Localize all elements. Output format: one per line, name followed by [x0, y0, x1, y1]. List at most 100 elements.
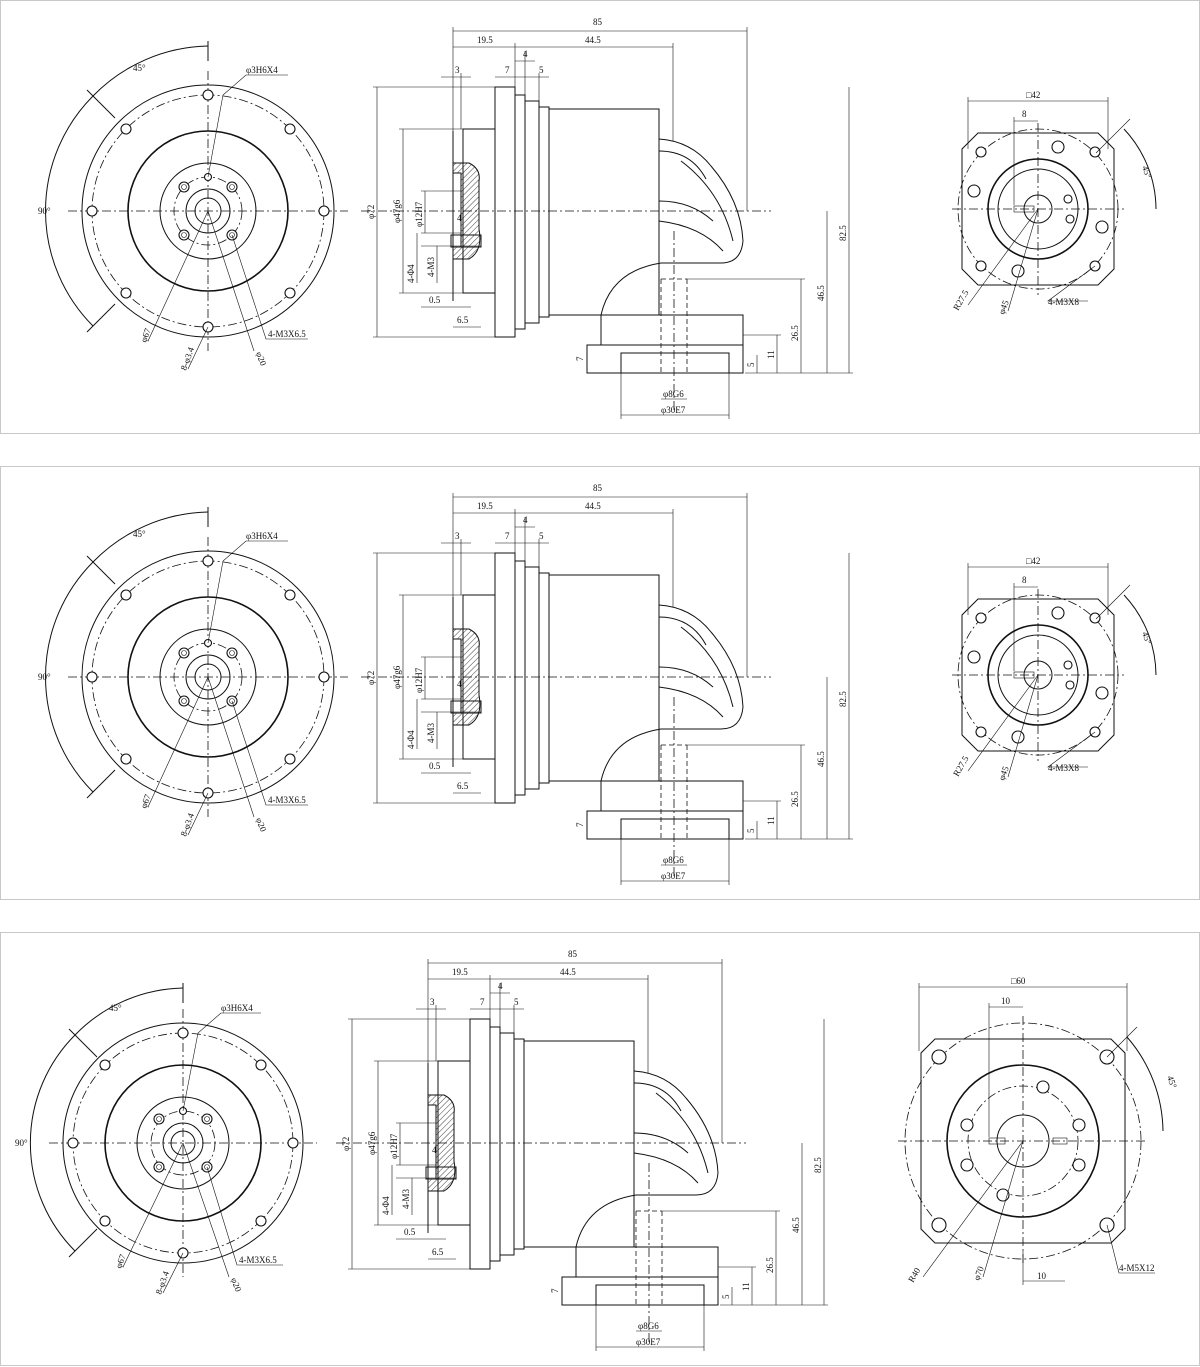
- dim-bore-dia: φ12H7: [389, 1133, 399, 1159]
- dim-h-825: 82.5: [838, 225, 848, 241]
- end-slot-label: 10: [1001, 996, 1011, 1006]
- end-pcd-label: φ45: [996, 298, 1010, 315]
- mount-holes-label: 8-φ3.4: [178, 345, 196, 371]
- drawing-panel-2: 45° 90° φ3H6X4 φ67 8-φ3.4 4-M3X6: [0, 466, 1200, 900]
- end-view: □42 8 45° R27.5 φ45 4-M3X8: [951, 556, 1157, 782]
- dim-bore-dia: φ12H7: [414, 201, 424, 227]
- dim-len-a: 19.5: [452, 967, 468, 977]
- end-holes: [931, 1049, 1115, 1233]
- dim-d5: 5: [514, 997, 519, 1007]
- dim-hole-d4: 4-Φ4: [406, 730, 416, 749]
- end-pcd-label: φ70: [971, 1264, 985, 1281]
- pin-hole-label: φ3H6X4: [221, 1003, 253, 1013]
- dim-len-total: 85: [568, 949, 578, 959]
- dim-h-265: 26.5: [790, 791, 800, 807]
- end-radius-label: R40: [906, 1266, 922, 1284]
- end-angle-label: 45°: [1165, 1074, 1179, 1090]
- dim-flange-dia: φ72: [341, 1137, 351, 1151]
- dim-h-825: 82.5: [813, 1157, 823, 1173]
- dim-len-a: 19.5: [477, 35, 493, 45]
- side-view: 85 19.5 44.5 4 3 7 5 φ72 φ47g6 φ12H7 4 4…: [361, 483, 853, 885]
- angle-side-label: 90°: [38, 672, 51, 682]
- pin-hole-label: φ3H6X4: [246, 531, 278, 541]
- dim-spigot: φ30E7: [661, 871, 686, 881]
- dim-hole-d4: 4-Φ4: [381, 1196, 391, 1215]
- dim-h-7: 7: [575, 356, 585, 361]
- end-square-label: □42: [1026, 556, 1040, 566]
- front-view: 45° 90° φ3H6X4 φ67 8-φ3.4 4-M3X6: [38, 507, 348, 838]
- end-tap-label: 4-M5X12: [1119, 1263, 1155, 1273]
- end-holes: [967, 140, 1109, 278]
- tap-holes: [178, 638, 238, 707]
- angle-arc-45: [92, 45, 209, 97]
- end-angle-label: 45°: [1140, 630, 1154, 646]
- dim-d3: 3: [455, 65, 460, 75]
- dim-len-b: 44.5: [585, 35, 601, 45]
- dim-hole-d4: 4-Φ4: [406, 264, 416, 283]
- dim-h-5: 5: [721, 1294, 731, 1299]
- end-slot-label: 8: [1022, 109, 1027, 119]
- dim-shaft: φ8G6: [638, 1321, 659, 1331]
- dim-tap-m3: 4-M3: [401, 1189, 411, 1209]
- dim-len-total: 85: [593, 17, 603, 27]
- dim-len-b: 44.5: [560, 967, 576, 977]
- tap-holes-label: 4-M3X6.5: [268, 795, 306, 805]
- dim-shaft: φ8G6: [663, 389, 684, 399]
- tap-holes: [178, 172, 238, 241]
- drawing-canvas: 45° 90° φ3H6X4 φ67 8-φ3.4 4-M3X6: [38, 483, 1157, 885]
- angle-top-label: 45°: [109, 1003, 122, 1013]
- angle-top-label: 45°: [133, 529, 146, 539]
- dim-flange-dia: φ72: [366, 671, 376, 685]
- dim-d7: 7: [505, 65, 510, 75]
- flange-plate: [494, 86, 516, 338]
- dim-h-5: 5: [746, 828, 756, 833]
- dim-d7: 7: [505, 531, 510, 541]
- dim-shaft: φ8G6: [663, 855, 684, 865]
- tap-holes-label: 4-M3X6.5: [268, 329, 306, 339]
- mount-holes-label: 8-φ3.4: [178, 811, 196, 837]
- end-view: □42 8 45° R27.5 φ45 4-M3X8: [951, 90, 1157, 316]
- pcd-label: φ67: [138, 326, 152, 343]
- dim-pilot-dia: φ47g6: [392, 199, 402, 223]
- dim-h-265: 26.5: [790, 325, 800, 341]
- pcd-label: φ67: [113, 1252, 127, 1269]
- dim-d5: 5: [539, 531, 544, 541]
- end-square-label: □60: [1011, 976, 1026, 986]
- dim-off-05: 0.5: [404, 1227, 416, 1237]
- dim-pilot-dia: φ47g6: [392, 665, 402, 689]
- dim-off-65: 6.5: [432, 1247, 444, 1257]
- dim-spigot: φ30E7: [661, 405, 686, 415]
- dim-len-a: 19.5: [477, 501, 493, 511]
- dim-d3: 3: [430, 997, 435, 1007]
- dim-tap-m3: 4-M3: [426, 723, 436, 743]
- pin-hole-label: φ3H6X4: [246, 65, 278, 75]
- end-angle-arc: [1126, 1036, 1164, 1132]
- angle-side-label: 90°: [15, 1138, 28, 1148]
- mount-holes: [86, 89, 330, 333]
- front-view: 45° 90° φ3H6X4 φ67 8-φ3.4 4-M3X6: [15, 983, 317, 1296]
- dim-key: 4: [457, 679, 462, 689]
- drawing-panel-3: 45° 90° φ3H6X4 φ67 8-φ3.4 4-M3X6: [0, 932, 1200, 1366]
- dim-h-465: 46.5: [816, 285, 826, 301]
- dim-key: 4: [432, 1145, 437, 1155]
- tap-holes: [153, 1106, 213, 1173]
- dim-key: 4: [457, 213, 462, 223]
- bore-label: φ20: [229, 1276, 243, 1293]
- side-view: 85 19.5 44.5 4 3 7 5 φ72 φ47g6 φ12H7 4 4…: [361, 17, 853, 419]
- end-radius-label: R27.5: [951, 288, 971, 312]
- dim-flange-dia: φ72: [366, 205, 376, 219]
- dim-h-7: 7: [575, 822, 585, 827]
- end-pcd-label: φ45: [996, 764, 1010, 781]
- bore-label: φ20: [254, 816, 268, 833]
- dim-d5: 5: [539, 65, 544, 75]
- dim-h-465: 46.5: [791, 1217, 801, 1233]
- dim-pilot-dia: φ47g6: [367, 1131, 377, 1155]
- front-view: 45° 90° φ3H6X4 φ67 8-φ3.4 4-M: [38, 41, 348, 372]
- dim-bore-dia: φ12H7: [414, 667, 424, 693]
- dim-h-5: 5: [746, 362, 756, 367]
- drawing-panel-1: 45° 90° φ3H6X4 φ67 8-φ3.4 4-M: [0, 0, 1200, 434]
- square-flange: [961, 132, 1115, 286]
- dim-d3: 3: [455, 531, 460, 541]
- dim-h-825: 82.5: [838, 691, 848, 707]
- angle-top-label: 45°: [133, 63, 146, 73]
